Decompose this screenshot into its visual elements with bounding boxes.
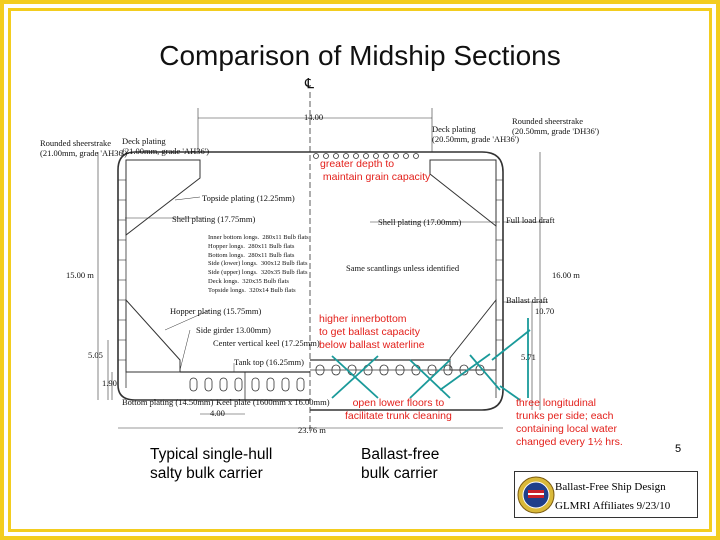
keel-dimension-label: 4.00 bbox=[210, 408, 225, 418]
footer-line-2: GLMRI Affiliates 9/23/10 bbox=[555, 500, 671, 512]
slide-number: 5 bbox=[675, 443, 682, 455]
right-rounded-sheerstrake-note: Rounded sheerstrake (20.50mm, grade 'DH3… bbox=[512, 116, 600, 136]
higher-innerbottom-annotation: higher innerbottom to get ballast capaci… bbox=[319, 313, 425, 351]
tank-top-note: Tank top (16.25mm) bbox=[234, 357, 304, 367]
scantlings-list: Inner bottom longs. 280x11 Bulb flats Ho… bbox=[208, 234, 309, 294]
centerline-symbol: ℄ bbox=[305, 77, 314, 92]
right-dim-1070: 10.70 bbox=[535, 306, 555, 316]
left-hull-outline bbox=[117, 151, 310, 401]
hopper-plating-note: Hopper plating (15.75mm) bbox=[170, 306, 262, 316]
right-dim-571: 5.71 bbox=[521, 352, 536, 362]
open-floors-annotation: open lower floors to facilitate trunk cl… bbox=[345, 397, 452, 422]
trunk-indicator-lines bbox=[331, 318, 531, 401]
left-shell-plating-note: Shell plating (17.75mm) bbox=[172, 214, 256, 224]
keel-plate-note: Keel plate (1600mm x 16.00mm) bbox=[216, 397, 330, 407]
right-deck-plating-note: Deck plating (20.50mm, grade 'AH36') bbox=[432, 124, 520, 144]
left-rounded-sheerstrake-note: Rounded sheerstrake (21.00mm, grade 'AH3… bbox=[40, 138, 128, 158]
bottom-dimension-label: 23.76 m bbox=[298, 425, 326, 435]
topside-plating-note: Topside plating (12.25mm) bbox=[202, 193, 295, 203]
left-dim-190: 1.90 bbox=[102, 378, 117, 388]
left-caption: Typical single-hull salty bulk carrier bbox=[150, 446, 273, 482]
center-keel-note: Center vertical keel (17.25mm) bbox=[213, 338, 320, 348]
left-height-label: 15.00 m bbox=[66, 270, 94, 280]
slide-title: Comparison of Midship Sections bbox=[159, 40, 561, 71]
right-hull-outline bbox=[310, 151, 504, 411]
left-topside-tank bbox=[125, 159, 201, 237]
right-topside-tank bbox=[429, 159, 497, 228]
right-deck-holes bbox=[313, 153, 419, 159]
left-dim-505: 5.05 bbox=[88, 350, 103, 360]
right-shell-plating-note: Shell plating (17.00mm) bbox=[378, 217, 462, 227]
slide-frame-inner bbox=[8, 8, 712, 532]
bottom-plating-note: Bottom plating (14.50mm) bbox=[122, 397, 214, 407]
same-scantlings-note: Same scantlings unless identified bbox=[346, 263, 460, 273]
right-height-label: 16.00 m bbox=[552, 270, 580, 280]
left-deck-plating-note: Deck plating (21.00mm, grade 'AH36') bbox=[122, 136, 210, 156]
glmri-seal-icon bbox=[517, 476, 555, 514]
ballast-draft-label: Ballast draft bbox=[506, 295, 548, 305]
side-girder-note: Side girder 13.00mm) bbox=[196, 325, 271, 335]
left-double-bottom-holes bbox=[189, 377, 305, 392]
width-dimension-label: 14.00 bbox=[304, 112, 324, 122]
three-trunks-annotation: three longitudinal trunks per side; each… bbox=[516, 397, 623, 448]
right-caption: Ballast-free bulk carrier bbox=[361, 446, 440, 482]
footer-line-1: Ballast-Free Ship Design bbox=[555, 481, 666, 493]
greater-depth-annotation: greater depth to maintain grain capacity bbox=[320, 158, 431, 183]
full-load-draft-label: Full load draft bbox=[506, 215, 555, 225]
